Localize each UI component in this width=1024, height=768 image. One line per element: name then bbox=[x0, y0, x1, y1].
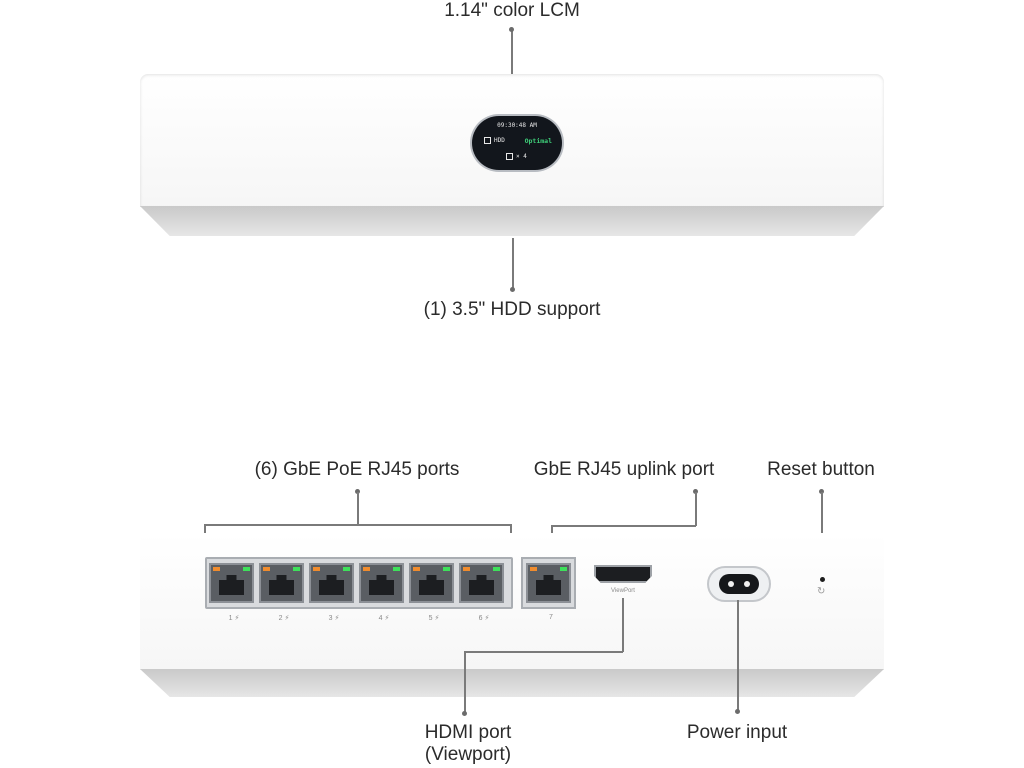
lcm-callout-label: 1.14" color LCM bbox=[444, 0, 580, 21]
poe-port-block bbox=[205, 557, 513, 609]
lcm-count-row: × 4 bbox=[506, 153, 527, 160]
hdmi-port-text: ViewPort bbox=[611, 588, 635, 594]
device-back-base bbox=[140, 669, 884, 697]
uplink-leader-vertical bbox=[695, 492, 697, 526]
hdd-leader-dot bbox=[510, 287, 515, 292]
uplink-callout-label: GbE RJ45 uplink port bbox=[533, 459, 715, 480]
poe-port-2[interactable] bbox=[259, 563, 304, 603]
lcm-count: × 4 bbox=[516, 153, 527, 160]
poe-port-3[interactable] bbox=[309, 563, 354, 603]
poe-icon: ⚡ bbox=[434, 615, 440, 622]
port-number-5: 5 ⚡ bbox=[428, 615, 440, 622]
hdd-icon bbox=[484, 137, 491, 144]
port-number-7: 7 bbox=[549, 614, 553, 621]
lcm-status: Optimal bbox=[524, 137, 552, 145]
hdmi-leader-down bbox=[464, 651, 466, 713]
hdmi-callout-label: HDMI port (Viewport) bbox=[424, 722, 512, 765]
camera-icon bbox=[506, 153, 513, 160]
port-number-1: 1 ⚡ bbox=[228, 615, 240, 622]
hdmi-leader-dot bbox=[462, 711, 467, 716]
port-number-4: 4 ⚡ bbox=[378, 615, 390, 622]
uplink-leader-dot bbox=[693, 489, 698, 494]
power-socket bbox=[719, 574, 759, 594]
poe-port-5[interactable] bbox=[409, 563, 454, 603]
hdmi-port[interactable] bbox=[594, 565, 652, 583]
poe-port-6[interactable] bbox=[459, 563, 504, 603]
poe-icon: ⚡ bbox=[484, 615, 490, 622]
lcm-leader-dot bbox=[509, 27, 514, 32]
poe-ports-callout-label: (6) GbE PoE RJ45 ports bbox=[254, 459, 460, 480]
poe-leader-line bbox=[357, 492, 359, 525]
poe-icon: ⚡ bbox=[384, 615, 390, 622]
hdd-callout-label: (1) 3.5" HDD support bbox=[423, 299, 601, 320]
power-leader-dot bbox=[735, 709, 740, 714]
poe-port-4[interactable] bbox=[359, 563, 404, 603]
port-number-2: 2 ⚡ bbox=[278, 615, 290, 622]
poe-leader-dot bbox=[355, 489, 360, 494]
lcm-hdd-row: HDD bbox=[484, 137, 505, 144]
uplink-port[interactable] bbox=[521, 557, 576, 609]
poe-icon: ⚡ bbox=[334, 615, 340, 622]
reset-leader-dot bbox=[819, 489, 824, 494]
lcm-screen: 09:30:48 AM HDD Optimal × 4 bbox=[472, 116, 562, 170]
lcm-time: 09:30:48 AM bbox=[497, 122, 537, 129]
lcm-hdd-label: HDD bbox=[494, 137, 505, 144]
device-top-base bbox=[140, 206, 884, 236]
reset-icon: ↻ bbox=[817, 586, 826, 597]
poe-bracket-line bbox=[204, 524, 511, 526]
hdd-leader-line bbox=[512, 238, 514, 290]
hdmi-leader-horizontal bbox=[464, 651, 623, 653]
uplink-leader-horizontal bbox=[551, 525, 696, 527]
port-number-3: 3 ⚡ bbox=[328, 615, 340, 622]
power-callout-label: Power input bbox=[686, 722, 788, 743]
poe-icon: ⚡ bbox=[284, 615, 290, 622]
port-number-6: 6 ⚡ bbox=[478, 615, 490, 622]
reset-callout-label: Reset button bbox=[767, 459, 875, 480]
power-leader-line bbox=[737, 600, 739, 710]
poe-port-1[interactable] bbox=[209, 563, 254, 603]
reset-button[interactable] bbox=[820, 577, 825, 582]
poe-icon: ⚡ bbox=[234, 615, 240, 622]
hdmi-leader-up bbox=[622, 598, 624, 652]
lcm-leader-line bbox=[511, 30, 513, 116]
power-input[interactable] bbox=[707, 566, 771, 602]
